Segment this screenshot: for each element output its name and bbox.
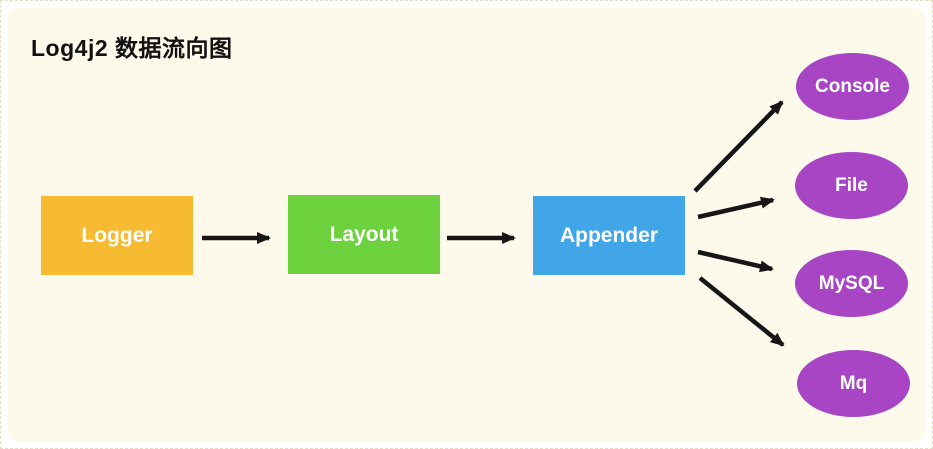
node-file: File <box>795 152 908 219</box>
node-mq-label: Mq <box>839 372 868 394</box>
node-appender: Appender <box>533 196 685 275</box>
node-mysql: MySQL <box>795 250 908 317</box>
node-file-label: File <box>835 174 868 196</box>
node-appender-label: Appender <box>559 223 658 247</box>
node-console: Console <box>796 53 909 120</box>
node-logger: Logger <box>41 196 193 275</box>
node-mq: Mq <box>797 350 910 417</box>
node-layout-label: Layout <box>329 222 399 246</box>
node-logger-label: Logger <box>81 223 153 247</box>
node-layout: Layout <box>288 195 440 274</box>
node-console-label: Console <box>815 75 890 97</box>
diagram-title: Log4j2 数据流向图 <box>31 35 233 61</box>
node-mysql-label: MySQL <box>818 272 885 294</box>
